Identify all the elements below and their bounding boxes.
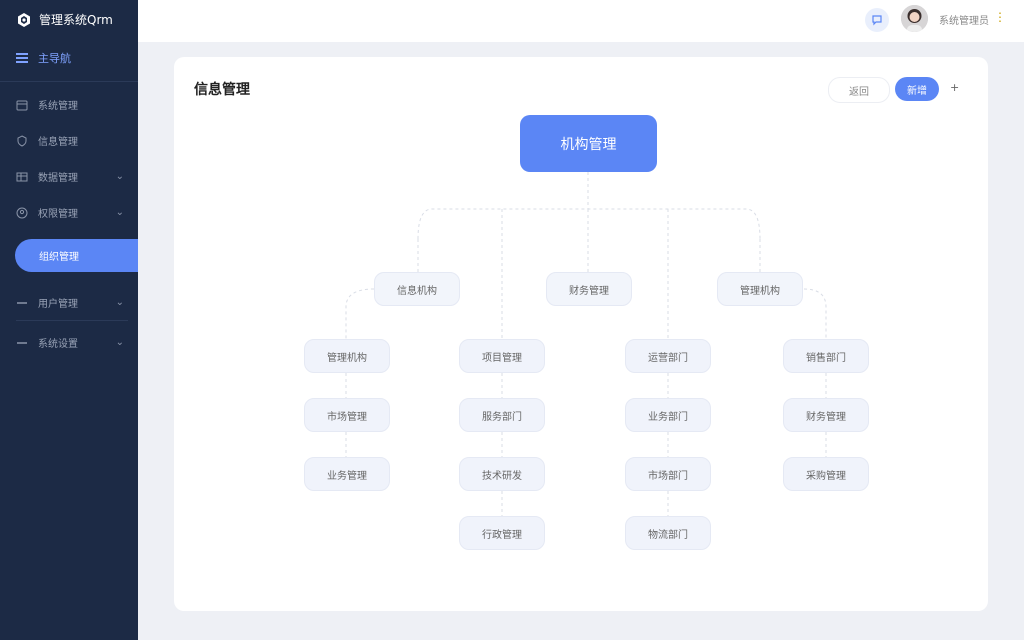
content-card: 信息管理 返回 新增 + 机构管理 信息机构 财务管理 管理机构 管理机构 市场…: [174, 57, 988, 611]
sidebar-item-info[interactable]: 信息管理: [16, 133, 124, 148]
topbar: [138, 0, 1024, 42]
sidebar-item-label: 系统管理: [38, 101, 78, 112]
avatar[interactable]: [901, 5, 928, 32]
shield-icon: [17, 134, 27, 147]
brand[interactable]: 管理系统Qrm: [16, 11, 113, 28]
org-node[interactable]: 业务部门: [625, 398, 711, 432]
org-chart-lines: [345, 172, 827, 517]
username[interactable]: 系统管理员: [939, 16, 989, 27]
sidebar-item-label: 数据管理: [38, 173, 78, 184]
sidebar-item-data[interactable]: 数据管理 ⌄: [16, 169, 124, 184]
divider: [16, 320, 128, 321]
org-node[interactable]: 技术研发: [459, 457, 545, 491]
page-title: 信息管理: [194, 82, 250, 98]
table-icon: [16, 172, 28, 181]
list-icon: [17, 301, 27, 304]
sidebar-item-label: 用户管理: [38, 299, 78, 310]
sidebar-item-label: 主导航: [38, 52, 71, 65]
org-node[interactable]: 业务管理: [304, 457, 390, 491]
org-node-level1[interactable]: 信息机构: [374, 272, 460, 306]
org-node[interactable]: 服务部门: [459, 398, 545, 432]
org-node[interactable]: 销售部门: [783, 339, 869, 373]
sidebar-item-user[interactable]: 用户管理 ⌄: [16, 295, 124, 310]
sidebar-item-org-active[interactable]: 组织管理: [15, 239, 138, 272]
sidebar-item-label: 权限管理: [38, 209, 78, 220]
sidebar-item-main[interactable]: 主导航: [16, 50, 71, 66]
chevron-down-icon: ⌄: [115, 297, 124, 308]
sidebar-item-label: 组织管理: [39, 252, 79, 263]
chat-icon: [872, 15, 882, 26]
avatar-image: [901, 5, 928, 32]
sidebar-item-settings[interactable]: 系统设置 ⌄: [16, 335, 124, 350]
sidebar-item-label: 系统设置: [38, 339, 78, 350]
org-node-level1[interactable]: 财务管理: [546, 272, 632, 306]
divider: [0, 81, 138, 82]
sidebar-item-system[interactable]: 系统管理: [16, 97, 124, 112]
chevron-down-icon: ⌄: [115, 337, 124, 348]
message-button[interactable]: [865, 8, 889, 32]
org-node[interactable]: 财务管理: [783, 398, 869, 432]
add-button[interactable]: 新增: [895, 77, 939, 101]
org-node[interactable]: 市场管理: [304, 398, 390, 432]
calendar-icon: [16, 100, 28, 110]
org-node[interactable]: 市场部门: [625, 457, 711, 491]
plus-icon[interactable]: +: [950, 81, 960, 94]
logo-icon: [18, 12, 30, 27]
org-node[interactable]: 物流部门: [625, 516, 711, 550]
list-icon: [17, 341, 27, 344]
org-node-level1[interactable]: 管理机构: [717, 272, 803, 306]
org-node[interactable]: 管理机构: [304, 339, 390, 373]
org-node[interactable]: 行政管理: [459, 516, 545, 550]
org-node[interactable]: 采购管理: [783, 457, 869, 491]
more-icon[interactable]: ⋮: [994, 10, 1006, 24]
menu-icon: [16, 53, 28, 63]
chevron-down-icon: ⌄: [115, 171, 124, 182]
user-icon: [16, 207, 28, 218]
back-button[interactable]: 返回: [828, 77, 890, 103]
sidebar: 管理系统Qrm 主导航 系统管理 信息管理 数据管理 ⌄: [0, 0, 138, 640]
sidebar-item-permission[interactable]: 权限管理 ⌄: [16, 205, 124, 220]
brand-name: 管理系统Qrm: [39, 13, 113, 27]
org-node-root[interactable]: 机构管理: [520, 115, 657, 172]
sidebar-item-label: 信息管理: [38, 137, 78, 148]
org-node[interactable]: 运营部门: [625, 339, 711, 373]
org-node[interactable]: 项目管理: [459, 339, 545, 373]
chevron-down-icon: ⌄: [115, 207, 124, 218]
